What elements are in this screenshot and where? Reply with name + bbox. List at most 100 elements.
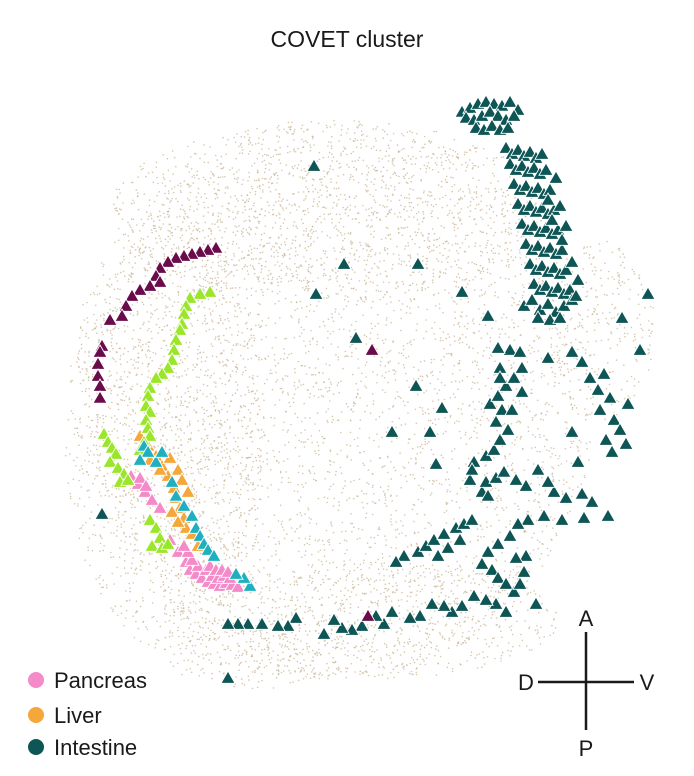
background-cell-dot (215, 386, 217, 388)
background-cell-dot (256, 216, 259, 219)
background-cell-dot (373, 537, 376, 539)
background-cell-dot (497, 296, 499, 299)
background-cell-dot (165, 399, 167, 402)
background-cell-dot (169, 645, 172, 648)
background-cell-dot (396, 664, 399, 667)
background-cell-dot (501, 328, 503, 331)
background-cell-dot (188, 401, 190, 404)
background-cell-dot (472, 167, 474, 169)
background-cell-dot (97, 504, 99, 506)
background-cell-dot (149, 579, 152, 582)
background-cell-dot (357, 388, 359, 391)
background-cell-dot (203, 439, 206, 441)
background-cell-dot (335, 354, 337, 356)
background-cell-dot (82, 472, 85, 475)
background-cell-dot (325, 619, 327, 621)
background-cell-dot (356, 566, 359, 569)
background-cell-dot (501, 203, 504, 205)
background-cell-dot (223, 500, 225, 503)
background-cell-dot (322, 320, 325, 323)
background-cell-dot (126, 376, 129, 378)
background-cell-dot (204, 428, 206, 431)
background-cell-dot (117, 327, 120, 330)
background-cell-dot (322, 156, 325, 159)
background-cell-dot (390, 546, 393, 549)
background-cell-dot (357, 437, 359, 439)
background-cell-dot (536, 539, 539, 542)
background-cell-dot (136, 573, 138, 575)
background-cell-dot (88, 395, 91, 397)
background-cell-dot (205, 197, 208, 200)
background-cell-dot (197, 192, 200, 194)
background-cell-dot (317, 444, 320, 447)
background-cell-dot (221, 424, 223, 427)
background-cell-dot (390, 661, 393, 664)
background-cell-dot (480, 408, 483, 411)
background-cell-dot (357, 619, 359, 621)
background-cell-dot (210, 233, 213, 235)
background-cell-dot (217, 189, 219, 191)
background-cell-dot (288, 519, 291, 521)
background-cell-dot (131, 428, 133, 431)
background-cell-dot (538, 493, 540, 496)
background-cell-dot (151, 231, 153, 234)
background-cell-dot (317, 551, 320, 553)
background-cell-dot (80, 465, 83, 467)
background-cell-dot (267, 181, 270, 183)
background-cell-dot (512, 468, 514, 470)
background-cell-dot (186, 355, 189, 357)
background-cell-dot (349, 612, 351, 614)
background-cell-dot (518, 218, 520, 221)
background-cell-dot (460, 298, 462, 301)
background-cell-dot (428, 191, 431, 193)
background-cell-dot (316, 340, 319, 343)
background-cell-dot (308, 310, 311, 312)
background-cell-dot (151, 256, 154, 259)
background-cell-dot (470, 582, 472, 584)
background-cell-dot (453, 632, 456, 635)
background-cell-dot (527, 459, 529, 461)
background-cell-dot (116, 280, 119, 282)
background-cell-dot (561, 360, 564, 363)
background-cell-dot (276, 243, 278, 245)
background-cell-dot (512, 568, 515, 571)
background-cell-dot (379, 457, 382, 459)
background-cell-dot (246, 327, 249, 330)
background-cell-dot (222, 365, 225, 367)
background-cell-dot (341, 643, 344, 645)
background-cell-dot (408, 201, 411, 204)
background-cell-dot (110, 532, 112, 534)
background-cell-dot (427, 162, 430, 164)
background-cell-dot (207, 468, 209, 471)
background-cell-dot (344, 350, 347, 353)
background-cell-dot (80, 347, 83, 350)
background-cell-dot (320, 257, 322, 260)
background-cell-dot (458, 325, 461, 328)
background-cell-dot (391, 591, 394, 594)
background-cell-dot (242, 585, 245, 587)
background-cell-dot (325, 529, 328, 532)
background-cell-dot (182, 221, 184, 223)
background-cell-dot (246, 447, 249, 450)
background-cell-dot (278, 246, 281, 248)
background-cell-dot (387, 485, 390, 488)
background-cell-dot (298, 335, 301, 338)
background-cell-dot (570, 369, 573, 371)
background-cell-dot (393, 186, 396, 188)
background-cell-dot (340, 636, 343, 638)
background-cell-dot (386, 248, 389, 250)
background-cell-dot (329, 168, 331, 170)
background-cell-dot (485, 244, 488, 247)
background-cell-dot (372, 400, 375, 402)
background-cell-dot (79, 421, 81, 424)
background-cell-dot (248, 391, 250, 394)
background-cell-dot (202, 351, 205, 354)
background-cell-dot (206, 374, 209, 377)
background-cell-dot (430, 492, 433, 494)
background-cell-dot (442, 311, 444, 314)
background-cell-dot (396, 528, 399, 530)
background-cell-dot (244, 468, 246, 471)
background-cell-dot (223, 479, 226, 482)
background-cell-dot (459, 487, 462, 490)
background-cell-dot (252, 267, 255, 269)
